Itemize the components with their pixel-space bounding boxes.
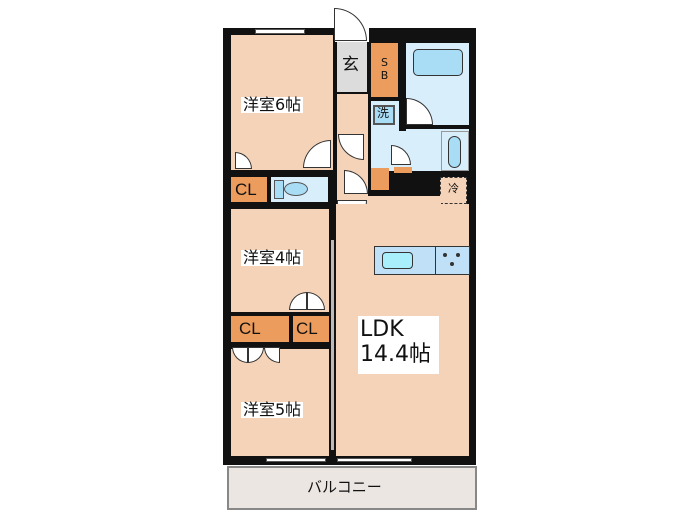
ldk-label-line2: 14.4帖 bbox=[360, 342, 431, 367]
window-room5 bbox=[266, 458, 326, 462]
storage-small bbox=[371, 168, 389, 190]
western-room-6-label: 洋室6帖 bbox=[241, 95, 304, 114]
shoe-box bbox=[371, 43, 398, 97]
window-ldk bbox=[337, 458, 412, 462]
ldk-label: LDK 14.4帖 bbox=[358, 316, 439, 374]
shoe-box-label-b: B bbox=[380, 69, 389, 82]
entrance bbox=[337, 42, 367, 92]
closet-3[interactable] bbox=[293, 316, 329, 342]
entrance-label: 玄 bbox=[342, 55, 359, 75]
fridge-label: 冷 bbox=[448, 182, 459, 195]
shoe-box-label-s: S bbox=[381, 56, 388, 69]
storage-strip bbox=[394, 167, 412, 173]
closet-3-label: CL bbox=[296, 319, 318, 338]
room-partition-sliding bbox=[331, 240, 334, 450]
closet-1-label: CL bbox=[235, 180, 257, 199]
burner-3 bbox=[450, 262, 454, 266]
ldk-label-line1: LDK bbox=[360, 317, 404, 342]
toilet-tank-icon bbox=[274, 180, 284, 199]
sink-icon bbox=[382, 252, 413, 269]
entrance-door[interactable] bbox=[334, 8, 367, 41]
western-room-4-label: 洋室4帖 bbox=[241, 248, 304, 267]
closet-2[interactable] bbox=[231, 316, 289, 342]
burner-1 bbox=[443, 253, 447, 257]
window bbox=[255, 29, 305, 34]
washbasin-frame bbox=[441, 131, 469, 171]
wall-bath-wash bbox=[399, 101, 406, 131]
stove-icon bbox=[436, 246, 469, 275]
washer-icon bbox=[373, 105, 395, 125]
bathtub-icon bbox=[413, 49, 463, 76]
washbasin-bowl-icon bbox=[448, 136, 461, 168]
burner-2 bbox=[456, 253, 460, 257]
toilet-bowl-icon bbox=[284, 182, 308, 196]
washer-label: 洗 bbox=[377, 106, 390, 120]
balcony-label: バルコニー bbox=[307, 478, 382, 496]
wall-bath-bottom bbox=[406, 125, 469, 129]
closet-1[interactable] bbox=[231, 177, 267, 202]
counter-divider bbox=[435, 246, 436, 275]
ldk-upper bbox=[367, 196, 441, 206]
shoe-box-label: S B bbox=[371, 56, 398, 82]
closet-2-label: CL bbox=[239, 319, 261, 338]
balcony bbox=[227, 466, 477, 510]
fridge-space bbox=[440, 177, 467, 204]
western-room-5-label: 洋室5帖 bbox=[241, 400, 304, 419]
